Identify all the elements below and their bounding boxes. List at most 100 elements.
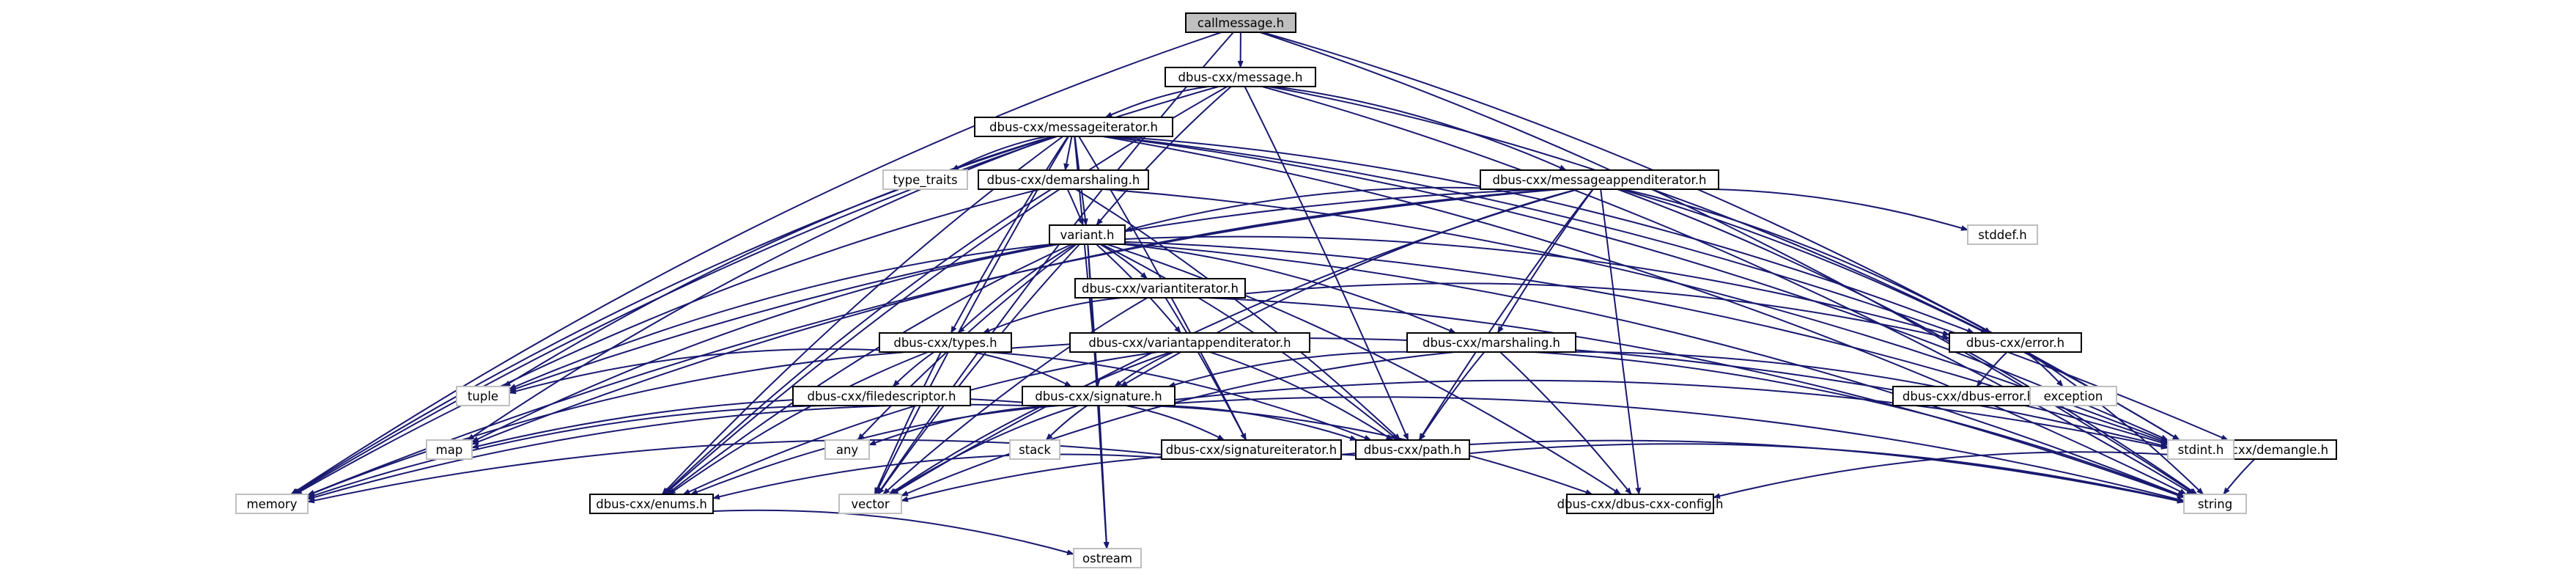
node-box-stddef — [1967, 224, 2038, 245]
edge-types-to-memory — [307, 351, 906, 497]
edge-error-to-string — [2026, 351, 2204, 495]
edge-variantiterator-to-error — [1244, 282, 1950, 340]
node-signature[interactable]: dbus-cxx/signature.h — [1022, 386, 1176, 406]
node-box-error — [1949, 332, 2082, 353]
edge-signature-to-memory — [307, 403, 1026, 500]
node-label-path: dbus-cxx/path.h — [1364, 443, 1461, 457]
edge-variantiterator-to-signatureiterator — [1165, 297, 1247, 441]
node-box-any — [824, 439, 870, 460]
node-message[interactable]: dbus-cxx/message.h — [1165, 67, 1316, 87]
node-stack: stack — [1009, 439, 1060, 460]
edge-signature-to-signatureiterator — [1125, 405, 1225, 441]
node-box-exception — [2029, 386, 2117, 406]
edge-messageappenditerator-to-memory — [307, 188, 1561, 496]
edge-variant-to-error — [1124, 235, 1950, 337]
node-box-marshaling — [1406, 332, 1576, 353]
edge-signatureiterator-to-enums — [712, 453, 1162, 500]
edge-types-to-tuple — [509, 348, 880, 395]
node-label-signature: dbus-cxx/signature.h — [1035, 389, 1162, 403]
node-label-stdint: stdint.h — [2178, 443, 2224, 457]
node-label-stddef: stddef.h — [1978, 228, 2026, 242]
node-error[interactable]: dbus-cxx/error.h — [1949, 332, 2082, 353]
node-box-memory — [235, 494, 309, 514]
node-box-messageiterator — [974, 117, 1173, 137]
node-memory: memory — [235, 494, 309, 514]
node-label-message: dbus-cxx/message.h — [1178, 70, 1303, 84]
edge-variant-to-string — [1124, 243, 2185, 497]
node-types[interactable]: dbus-cxx/types.h — [879, 332, 1012, 353]
edge-messageappenditerator-to-variant — [1124, 186, 1511, 232]
edge-messageappenditerator-to-config — [1600, 188, 1642, 495]
node-stdint: stdint.h — [2167, 439, 2234, 460]
node-config[interactable]: dbus-cxx/dbus-cxx-config.h — [1557, 494, 1724, 514]
node-label-tuple: tuple — [468, 389, 498, 403]
node-label-filedescriptor: dbus-cxx/filedescriptor.h — [808, 389, 956, 403]
edge-variant-to-tuple — [509, 243, 1052, 390]
edge-messageiterator-to-types — [950, 136, 1069, 334]
node-label-marshaling: dbus-cxx/marshaling.h — [1422, 336, 1560, 350]
edge-demarshaling-to-memory — [294, 188, 1041, 495]
node-demarshaling[interactable]: dbus-cxx/demarshaling.h — [978, 169, 1149, 190]
node-dbuserror[interactable]: dbus-cxx/dbus-error.h — [1892, 386, 2045, 406]
node-label-vector: vector — [851, 497, 890, 511]
edge-marshaling-to-vector — [901, 351, 1455, 497]
node-label-type_traits: type_traits — [893, 173, 957, 188]
node-box-tuple — [456, 386, 510, 406]
node-box-demarshaling — [978, 169, 1149, 190]
node-type_traits: type_traits — [882, 169, 968, 190]
edge-callmessage-to-stdint — [1262, 32, 2180, 441]
edge-error-to-exception — [2025, 351, 2064, 387]
node-box-string — [2183, 494, 2247, 514]
edge-messageappenditerator-to-string — [1617, 188, 2198, 495]
edge-messageiterator-to-stdint — [1107, 136, 2169, 442]
edge-messageappenditerator-to-marshaling — [1496, 188, 1594, 334]
node-variant[interactable]: variant.h — [1049, 224, 1126, 245]
node-enums[interactable]: dbus-cxx/enums.h — [589, 494, 714, 514]
edge-variant-to-variantiterator — [1099, 243, 1148, 279]
node-box-map — [426, 439, 473, 460]
node-callmessage[interactable]: callmessage.h — [1185, 12, 1296, 33]
edge-variantappenditerator-to-vector — [888, 351, 1172, 495]
node-filedescriptor[interactable]: dbus-cxx/filedescriptor.h — [792, 386, 971, 406]
edge-callmessage-to-memory — [290, 32, 1222, 495]
edge-error-to-dbuserror — [1976, 351, 2008, 387]
node-label-messageiterator: dbus-cxx/messageiterator.h — [989, 120, 1158, 134]
edge-marshaling-to-signature — [1167, 351, 1422, 388]
edge-filedescriptor-to-memory — [307, 405, 828, 499]
node-box-callmessage — [1185, 12, 1296, 33]
node-label-demarshaling: dbus-cxx/demarshaling.h — [987, 173, 1140, 187]
node-box-types — [879, 332, 1012, 353]
edge-signature-to-stack — [1045, 405, 1088, 441]
node-box-messageappenditerator — [1480, 169, 1719, 190]
edge-messageappenditerator-to-path — [1418, 188, 1594, 441]
edge-variantappenditerator-to-signature — [1114, 351, 1174, 387]
node-variantappenditerator[interactable]: dbus-cxx/variantappenditerator.h — [1069, 332, 1310, 353]
node-messageappenditerator[interactable]: dbus-cxx/messageappenditerator.h — [1480, 169, 1719, 190]
node-any: any — [824, 439, 870, 460]
edge-demangle-to-config — [1713, 451, 2191, 499]
edge-types-to-signature — [973, 351, 1072, 387]
edge-demangle-to-string — [2223, 458, 2256, 495]
edge-signature-to-config — [1146, 405, 1593, 495]
edge-messageappenditerator-to-tuple — [509, 188, 1551, 392]
node-box-variantiterator — [1074, 278, 1246, 299]
edge-marshaling-to-path — [1419, 351, 1486, 441]
node-variantiterator[interactable]: dbus-cxx/variantiterator.h — [1074, 278, 1246, 299]
node-tuple: tuple — [456, 386, 510, 406]
edge-signature-to-enums — [690, 405, 1060, 495]
node-box-variantappenditerator — [1069, 332, 1310, 353]
node-marshaling[interactable]: dbus-cxx/marshaling.h — [1406, 332, 1576, 353]
node-signatureiterator[interactable]: dbus-cxx/signatureiterator.h — [1161, 439, 1342, 460]
node-path[interactable]: dbus-cxx/path.h — [1355, 439, 1470, 460]
node-string: string — [2183, 494, 2247, 514]
node-box-ostream — [1073, 548, 1142, 568]
edge-messageappenditerator-to-vector — [890, 188, 1579, 495]
edge-message-to-variant — [1096, 86, 1232, 226]
edge-messageappenditerator-to-error — [1623, 188, 1992, 334]
node-messageiterator[interactable]: dbus-cxx/messageiterator.h — [974, 117, 1173, 137]
edge-signature-to-any — [868, 405, 1054, 446]
node-label-variantiterator: dbus-cxx/variantiterator.h — [1082, 282, 1239, 296]
edge-messageiterator-to-demarshaling — [1063, 136, 1073, 171]
node-label-callmessage: callmessage.h — [1197, 16, 1284, 30]
